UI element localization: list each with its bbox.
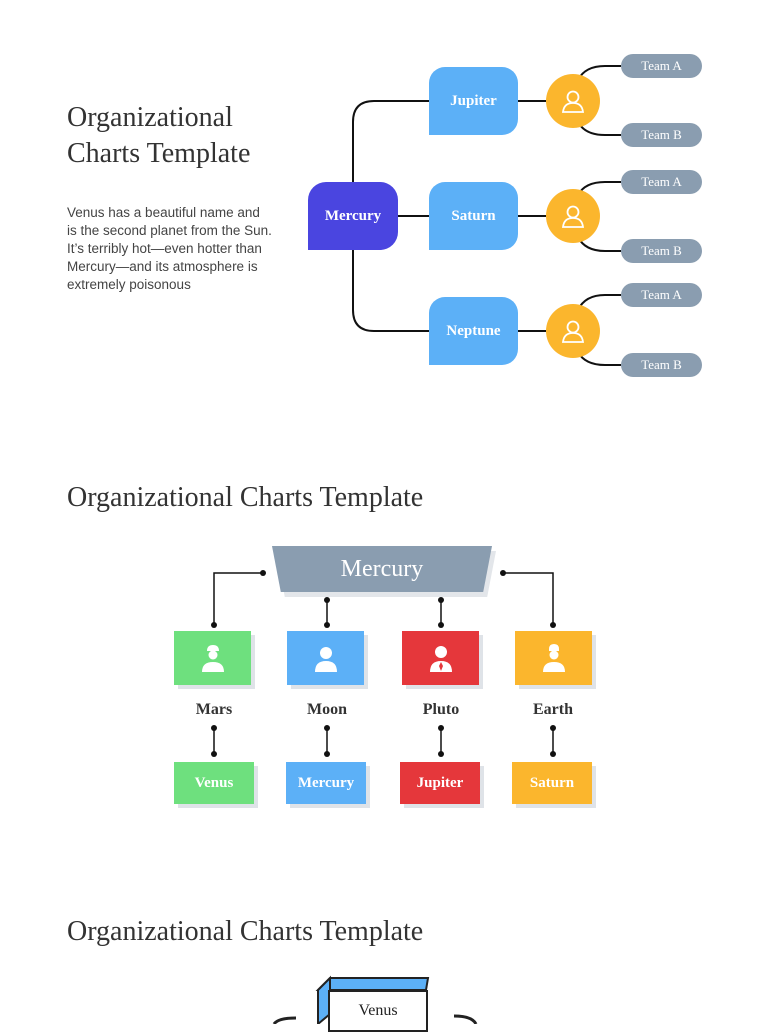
person-card-pluto	[402, 631, 479, 685]
column-label-mars: Mars	[195, 701, 233, 718]
sub-card-mercury: Mercury	[286, 762, 366, 804]
section2-connectors	[211, 570, 556, 757]
section1-description: Venus has a beautiful name and is the se…	[67, 205, 272, 292]
root-node-venus: Venus	[328, 990, 428, 1032]
root-banner-mercury: Mercury	[272, 546, 492, 592]
businessman-icon	[429, 646, 452, 672]
column-label-moon: Moon	[307, 701, 347, 718]
team-pill: Team A	[621, 54, 702, 78]
person-card-moon	[287, 631, 364, 685]
column-label-earth: Earth	[533, 701, 573, 718]
chef-icon	[542, 644, 565, 672]
team-pill: Team B	[621, 123, 702, 147]
sub-card-saturn: Saturn	[512, 762, 592, 804]
team-pill: Team B	[621, 353, 702, 377]
planet-node-neptune: Neptune	[429, 297, 518, 365]
section3-title: Organizational Charts Template	[67, 916, 424, 947]
column-label-pluto: Pluto	[422, 701, 460, 718]
section1-title: Organizational Charts Template	[67, 102, 251, 169]
connector-root-neptune	[352, 250, 429, 332]
section2-title: Organizational Charts Template	[67, 482, 424, 513]
person-icon	[314, 647, 337, 672]
team-pill: Team B	[621, 239, 702, 263]
planet-node-jupiter: Jupiter	[429, 67, 518, 135]
worker-icon	[201, 645, 224, 672]
team-pill: Team A	[621, 170, 702, 194]
section3-box-3d	[272, 975, 478, 1024]
person-card-mars	[174, 631, 251, 685]
team-pill: Team A	[621, 283, 702, 307]
sub-card-jupiter: Jupiter	[400, 762, 480, 804]
person-card-earth	[515, 631, 592, 685]
user-avatar-icon	[546, 189, 600, 243]
user-avatar-icon	[546, 74, 600, 128]
connector-root-jupiter	[352, 100, 429, 182]
root-node-mercury: Mercury	[308, 182, 398, 250]
planet-node-saturn: Saturn	[429, 182, 518, 250]
user-avatar-icon	[546, 304, 600, 358]
sub-card-venus: Venus	[174, 762, 254, 804]
